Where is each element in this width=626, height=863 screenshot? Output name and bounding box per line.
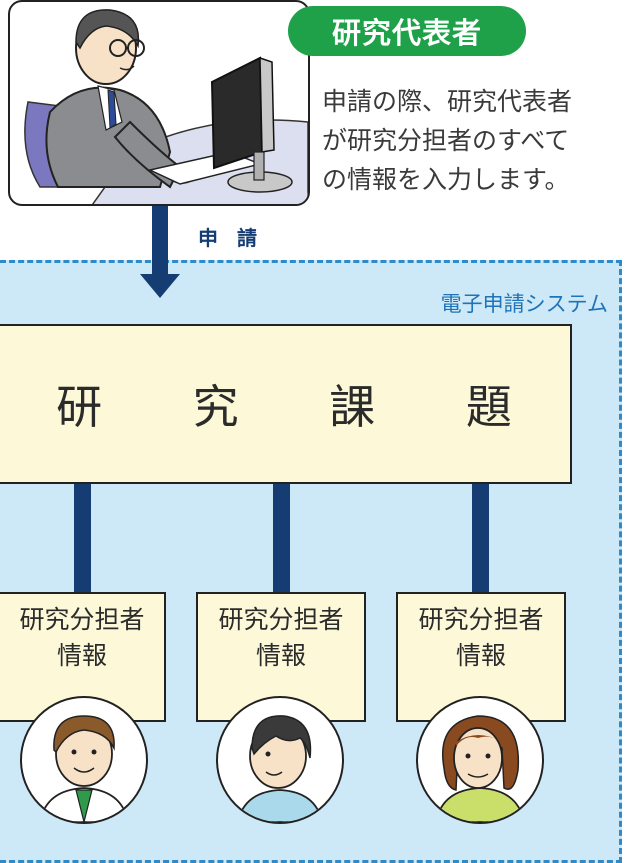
description-line-3: の情報を入力します。 — [322, 165, 570, 194]
connector-line-2 — [273, 484, 290, 594]
man-avatar-icon — [216, 696, 344, 824]
down-arrow-icon — [140, 274, 180, 298]
connector-line-3 — [472, 484, 489, 594]
description-text: 申請の際、研究代表者 が研究分担者のすべて の情報を入力します。 — [322, 82, 622, 199]
principal-investigator-badge: 研究代表者 — [288, 6, 526, 56]
research-project-title: 研 究 課 題 — [56, 380, 550, 434]
woman-avatar-icon — [416, 696, 544, 824]
application-arrow-label: 申 請 — [198, 226, 263, 250]
doctor-avatar-icon — [20, 696, 148, 824]
application-arrow-shaft — [152, 206, 168, 276]
info-box-line-2: 情報 — [455, 641, 506, 670]
co-investigator-info-box-1: 研究分担者 情報 — [0, 592, 166, 722]
researcher-at-computer-illustration — [8, 0, 310, 206]
info-box-line-1: 研究分担者 — [218, 605, 344, 634]
description-line-2: が研究分担者のすべて — [322, 126, 570, 155]
info-box-line-1: 研究分担者 — [19, 605, 145, 634]
info-box-line-1: 研究分担者 — [418, 605, 544, 634]
research-project-box: 研 究 課 題 — [0, 324, 572, 484]
description-line-1: 申請の際、研究代表者 — [322, 87, 573, 116]
connector-line-1 — [74, 484, 91, 594]
system-label: 電子申請システム — [440, 292, 608, 316]
info-box-line-2: 情報 — [56, 641, 107, 670]
info-box-line-2: 情報 — [255, 641, 306, 670]
